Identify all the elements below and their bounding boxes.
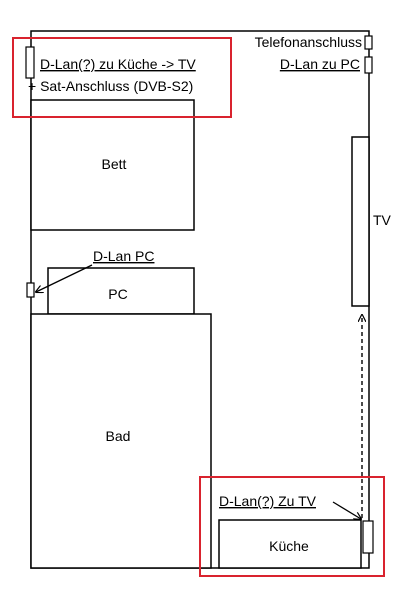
bed-label: Bett: [102, 156, 127, 172]
kitchen-label: Küche: [269, 538, 309, 554]
dlan-tv-arrow: [332, 501, 361, 519]
bed-area: [30, 99, 195, 231]
dlan-pc-arrow: [36, 264, 93, 292]
pc-desk: [47, 267, 195, 315]
tv-label: TV: [373, 212, 392, 228]
dlan-pc-socket-left: [26, 282, 35, 298]
bathroom-label: Bad: [106, 428, 131, 444]
phone-connection-label: Telefonanschluss: [255, 34, 362, 50]
highlight-box-kitchen: [199, 476, 385, 577]
phone-socket: [364, 35, 373, 50]
highlight-box-top-left: [12, 37, 232, 118]
sat-connection-label: + Sat-Anschluss (DVB-S2): [28, 78, 193, 94]
kitchen-area: [218, 519, 362, 569]
dlan-kitchen-socket: [362, 520, 374, 554]
dlan-pc-label: D-Lan PC: [93, 248, 154, 264]
bathroom-area: [30, 313, 212, 569]
pc-label: PC: [108, 286, 127, 302]
dlan-socket-top-left: [25, 46, 35, 79]
dlan-kitchen-tv-label: D-Lan(?) zu Küche -> TV: [40, 56, 196, 72]
tv-area: [351, 136, 370, 307]
dlan-to-pc-label: D-Lan zu PC: [280, 56, 360, 72]
dlan-to-tv-label: D-Lan(?) Zu TV: [219, 493, 317, 509]
dlan-pc-socket-right: [364, 56, 373, 74]
